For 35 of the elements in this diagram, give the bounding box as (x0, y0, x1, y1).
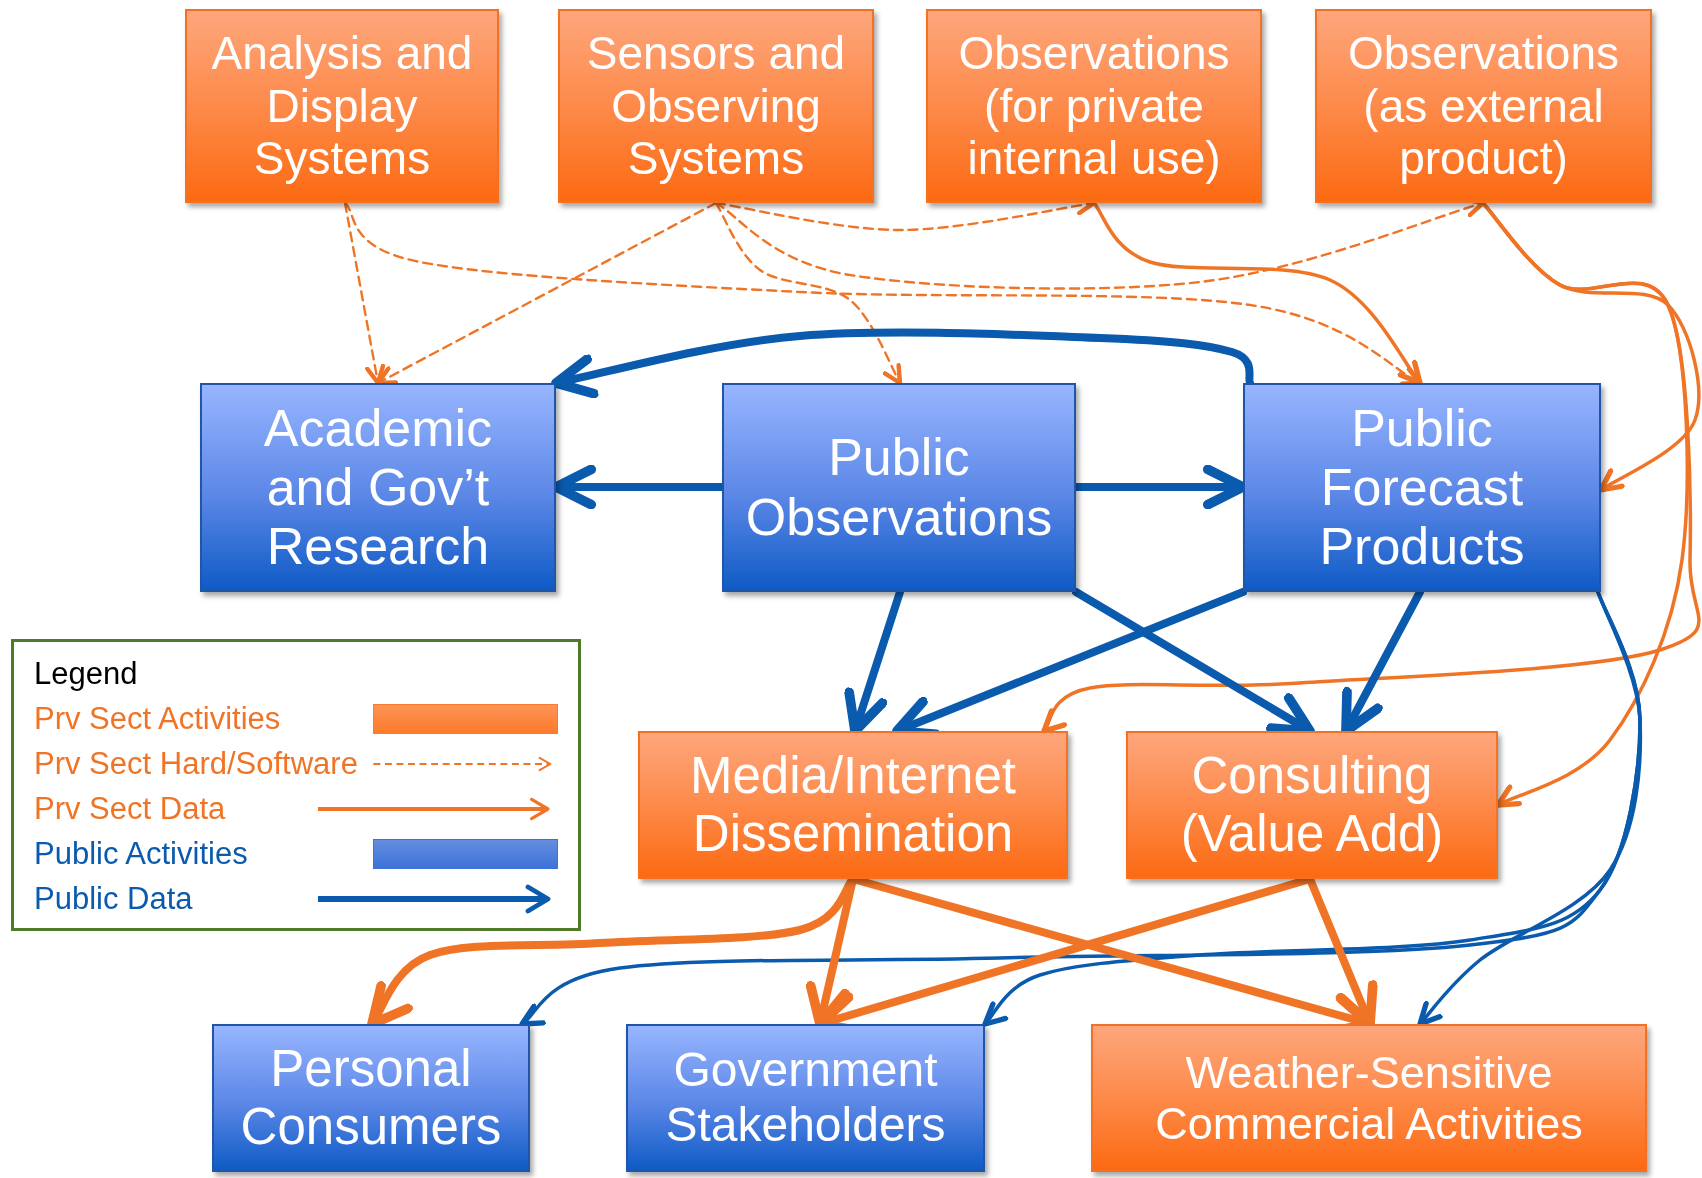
legend-text: Prv Sect Data (34, 790, 226, 827)
private-process-box (1315, 9, 1652, 203)
box-label: Government Stakeholders (664, 1043, 947, 1153)
legend-text: Public Activities (34, 835, 248, 872)
legend-text: Prv Sect Hard/Software (34, 745, 358, 782)
box-label: Observations (as external product) (1347, 27, 1620, 185)
arrow (714, 201, 903, 386)
private-process-box (185, 9, 499, 203)
box-label: Sensors and Observing Systems (585, 27, 847, 185)
private-process-box (638, 731, 1068, 879)
box-label: Public Observations (744, 428, 1054, 547)
box-label: Observations (for private internal use) (957, 27, 1231, 185)
private-process-box (558, 9, 874, 203)
box-label: Analysis and Display Systems (210, 27, 474, 185)
legend-title: Legend (34, 655, 138, 693)
arrow (1481, 201, 1689, 808)
public-process-box (212, 1024, 530, 1172)
box-label: Public Forecast Products (1318, 398, 1526, 577)
private-process-box (1126, 731, 1498, 879)
arrow (343, 201, 386, 386)
box-label: Media/Internet Dissemination (689, 746, 1017, 864)
box-label: Consulting (Value Add) (1179, 746, 1445, 864)
legend-text: Prv Sect Activities (34, 700, 281, 737)
box-label: Academic and Gov’t Research (262, 398, 494, 577)
private-process-box (926, 9, 1262, 203)
box-label: Personal Consumers (239, 1039, 503, 1157)
arrow (1092, 201, 1423, 386)
public-process-box (626, 1024, 985, 1172)
private-process-box (1091, 1024, 1647, 1172)
arrow (519, 590, 1642, 1027)
public-process-box (1243, 383, 1601, 592)
legend-text: Public Data (34, 880, 193, 917)
public-process-box (200, 383, 556, 592)
public-process-box (722, 383, 1076, 592)
box-label: Weather-Sensitive Commercial Activities (1154, 1046, 1584, 1150)
